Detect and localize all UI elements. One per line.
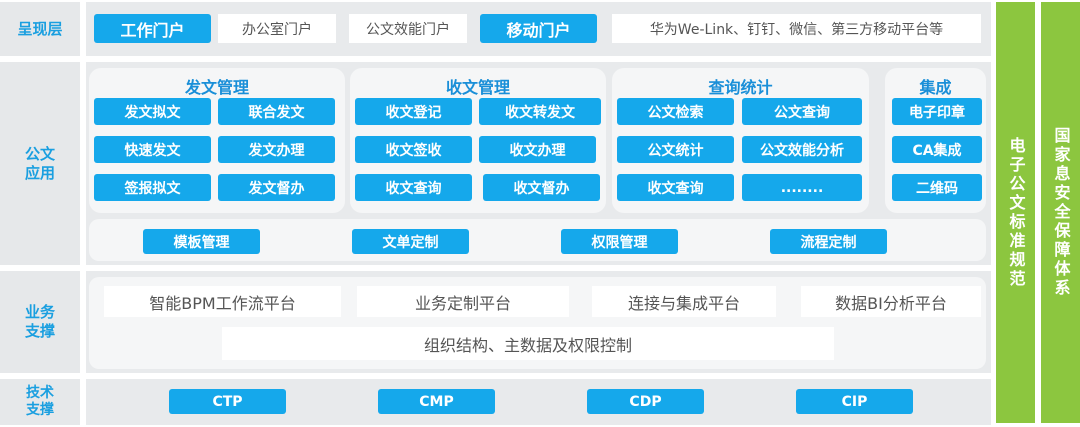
layer-label-tech: 技术 支撑 <box>0 379 80 425</box>
panel-integration-title: 集成 <box>919 78 952 97</box>
mgmt-workflow[interactable]: 流程定制 <box>770 229 887 254</box>
org-data-control: 组织结构、主数据及权限控制 <box>222 327 834 360</box>
portal-mobile[interactable]: 移动门户 <box>480 14 597 43</box>
mgmt-form[interactable]: 文单定制 <box>352 229 469 254</box>
standard-spec-label: 电子公文标准规范 <box>1006 136 1026 289</box>
integration-item[interactable]: 电子印章 <box>892 98 982 125</box>
send-item[interactable]: 发文督办 <box>218 174 335 201</box>
tech-cmp[interactable]: CMP <box>378 389 495 414</box>
receive-item[interactable]: 收文转发文 <box>479 98 601 125</box>
send-item[interactable]: 签报拟文 <box>94 174 211 201</box>
query-item[interactable]: 公文检索 <box>617 98 734 125</box>
layer-label-business: 业务 支撑 <box>0 271 80 373</box>
query-item[interactable]: 收文查询 <box>617 174 734 201</box>
receive-item[interactable]: 收文督办 <box>483 174 600 201</box>
security-system-bar: 国家息安全保障体系 <box>1041 2 1080 423</box>
panel-send-title: 发文管理 <box>184 78 249 97</box>
send-item[interactable]: 联合发文 <box>218 98 335 125</box>
layer-label-application: 公文 应用 <box>0 62 80 265</box>
send-item[interactable]: 发文拟文 <box>94 98 211 125</box>
standard-spec-bar: 电子公文标准规范 <box>996 2 1035 423</box>
tech-ctp[interactable]: CTP <box>169 389 286 414</box>
bpm-platform[interactable]: 智能BPM工作流平台 <box>104 286 341 317</box>
mobile-platforms: 华为We-Link、钉钉、微信、第三方移动平台等 <box>612 14 981 43</box>
receive-item[interactable]: 收文查询 <box>355 174 472 201</box>
business-custom-platform[interactable]: 业务定制平台 <box>357 286 569 317</box>
integration-item[interactable]: 二维码 <box>892 174 982 201</box>
layer-label-presentation: 呈现层 <box>0 2 80 56</box>
send-item[interactable]: 发文办理 <box>218 136 335 163</box>
query-item[interactable]: ........ <box>742 174 862 201</box>
panel-query-title: 查询统计 <box>708 78 773 97</box>
portal-office[interactable]: 办公室门户 <box>218 14 336 43</box>
mgmt-template[interactable]: 模板管理 <box>143 229 260 254</box>
mgmt-permission[interactable]: 权限管理 <box>561 229 678 254</box>
panel-receive-title: 收文管理 <box>445 78 510 97</box>
security-system-label: 国家息安全保障体系 <box>1051 127 1071 298</box>
send-item[interactable]: 快速发文 <box>94 136 211 163</box>
receive-item[interactable]: 收文登记 <box>355 98 472 125</box>
receive-item[interactable]: 收文签收 <box>355 136 472 163</box>
integration-item[interactable]: CA集成 <box>892 136 982 163</box>
portal-efficiency[interactable]: 公文效能门户 <box>349 14 467 43</box>
query-item[interactable]: 公文查询 <box>742 98 862 125</box>
query-item[interactable]: 公文效能分析 <box>742 136 862 163</box>
query-item[interactable]: 公文统计 <box>617 136 734 163</box>
receive-item[interactable]: 收文办理 <box>479 136 596 163</box>
tech-cdp[interactable]: CDP <box>587 389 704 414</box>
integration-platform[interactable]: 连接与集成平台 <box>592 286 776 317</box>
portal-work[interactable]: 工作门户 <box>94 14 211 43</box>
bi-platform[interactable]: 数据BI分析平台 <box>801 286 981 317</box>
tech-cip[interactable]: CIP <box>796 389 913 414</box>
